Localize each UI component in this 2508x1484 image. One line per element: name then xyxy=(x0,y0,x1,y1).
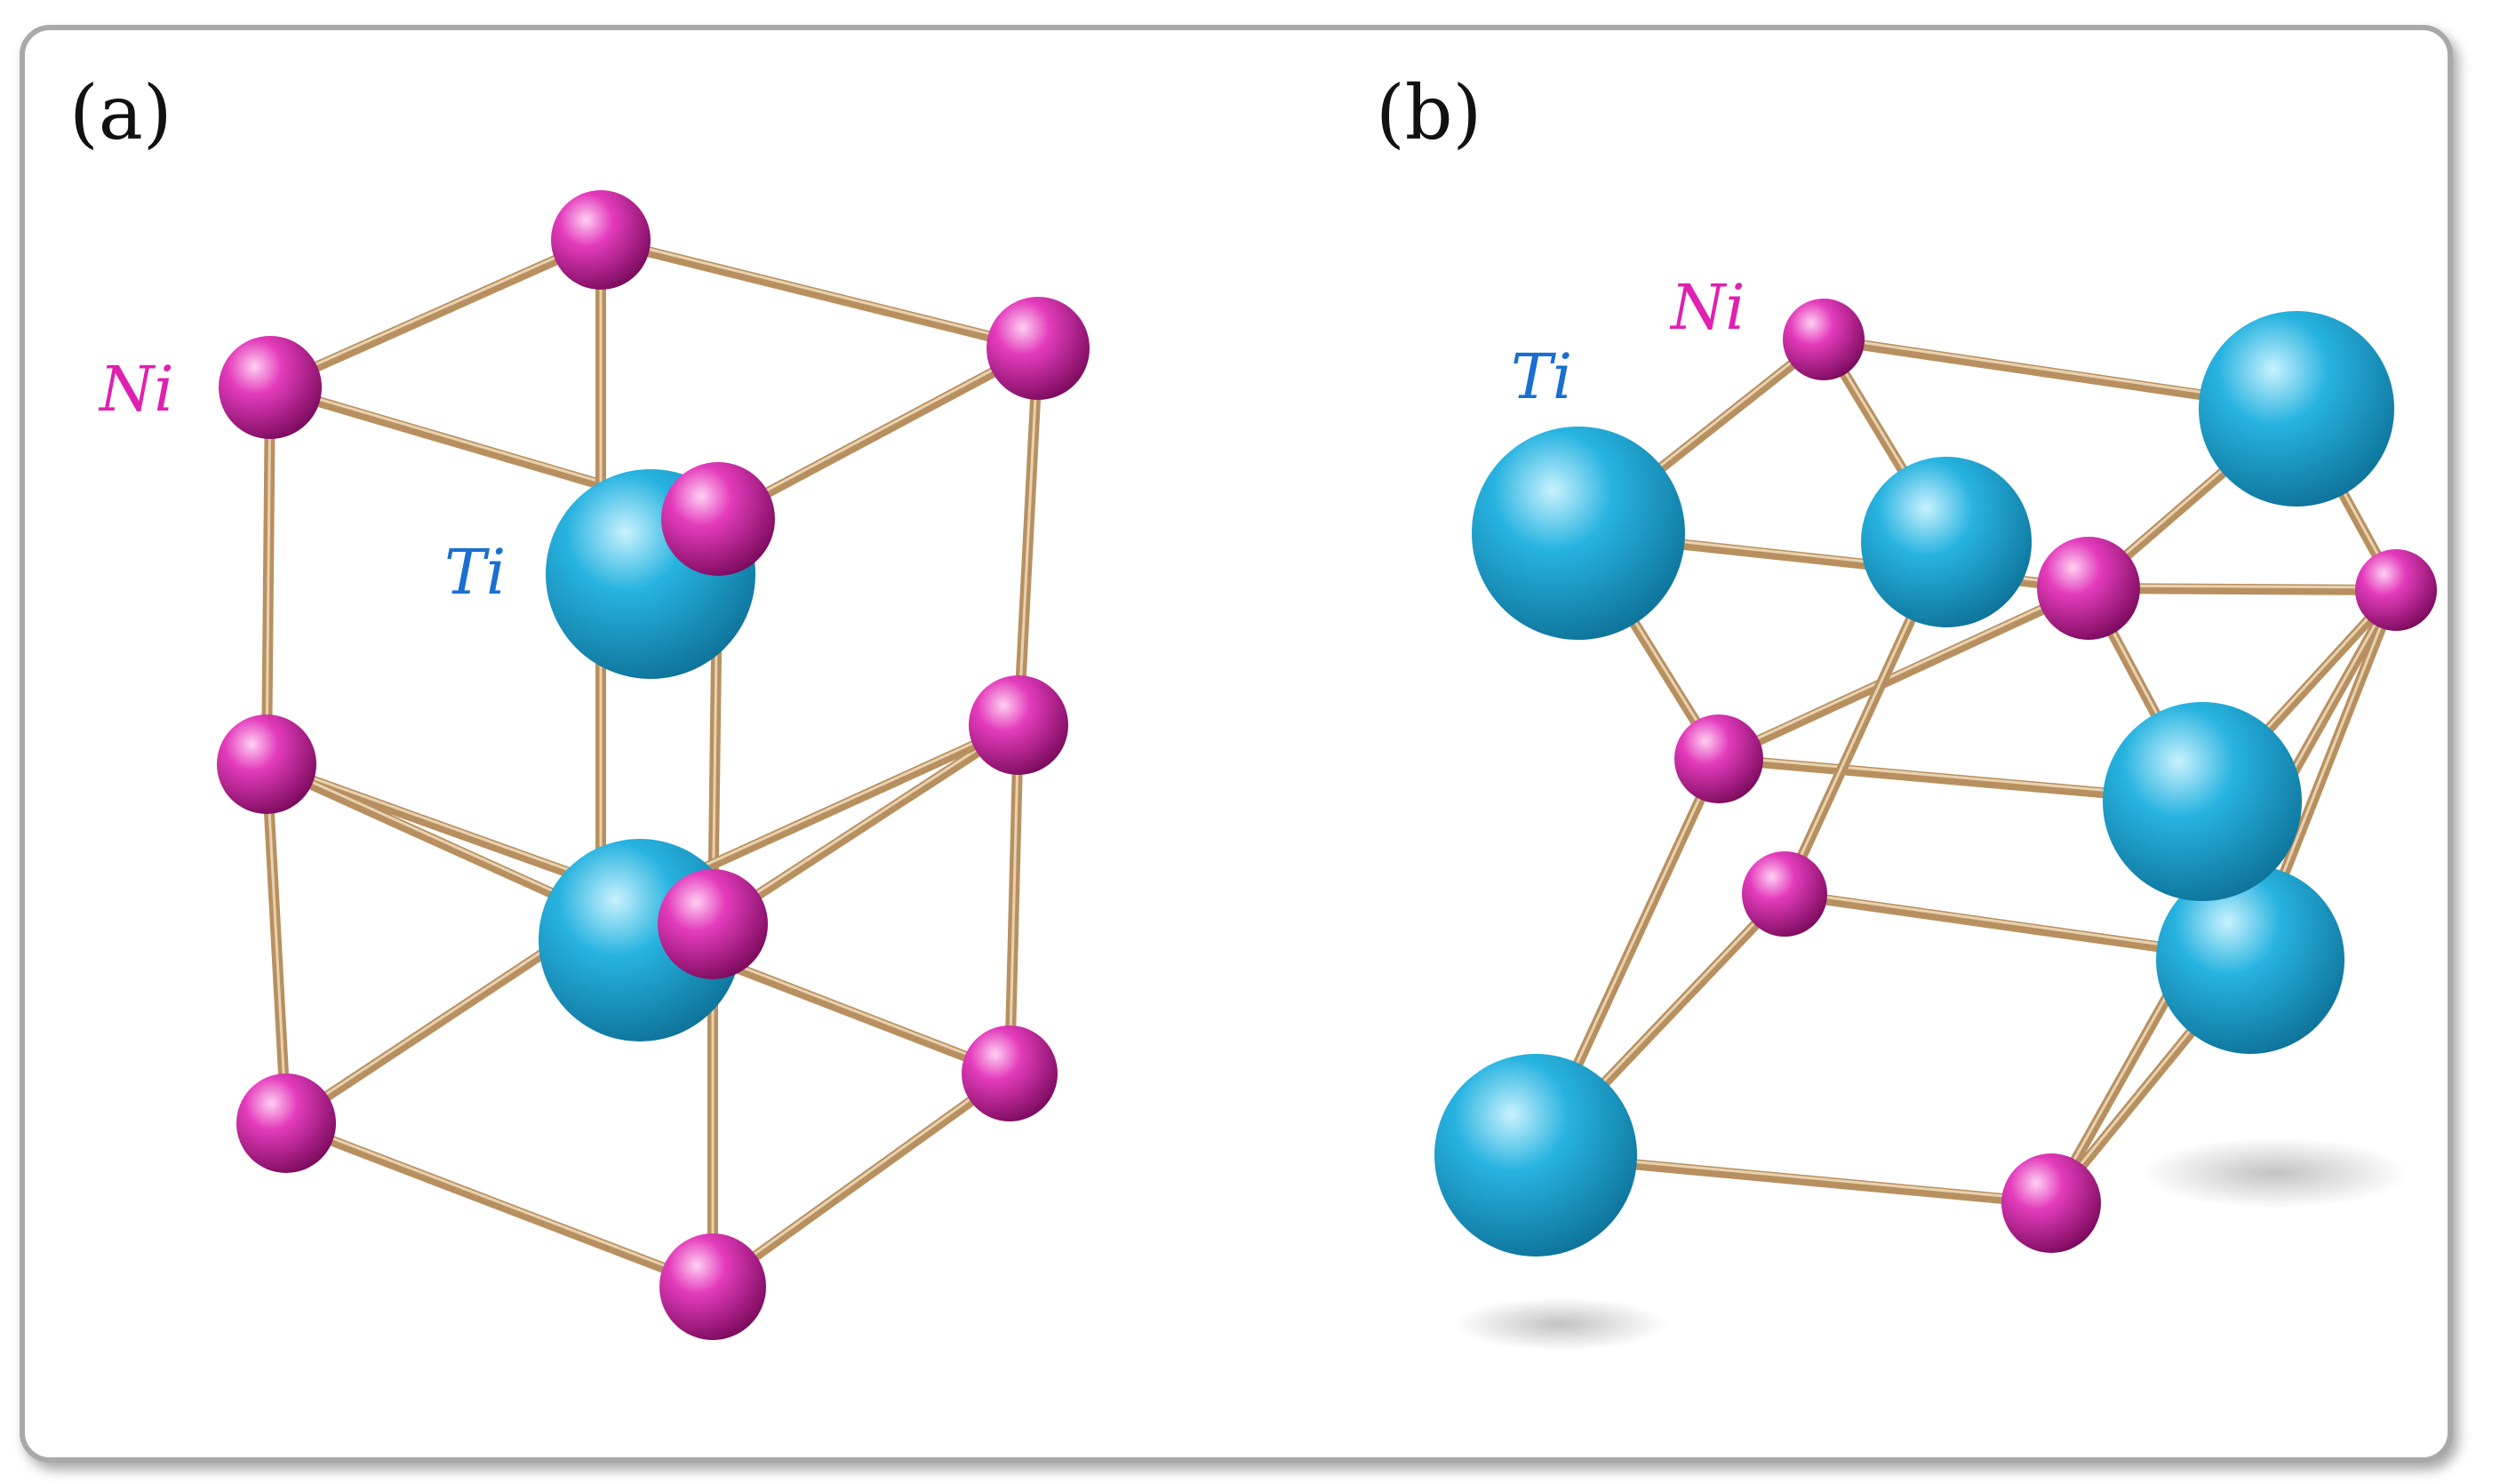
ni-atom-b-ni4 xyxy=(1674,714,1763,803)
bond-a-tr-mr-highlight xyxy=(1017,344,1040,724)
bond-a-mr-br-highlight xyxy=(1008,721,1020,1073)
ni-atom-a-tl xyxy=(219,336,322,439)
ti-atom-b-6 xyxy=(1434,1054,1637,1257)
panel-label-a: (a) xyxy=(69,69,172,156)
ni-atom-a-br xyxy=(962,1025,1058,1121)
ti-atom-b-3 xyxy=(2199,311,2394,507)
bond-a-tr-tf-highlight xyxy=(716,344,1040,518)
bond-a-mf-mr-highlight xyxy=(711,721,1020,923)
bond-a-tb-tr-highlight xyxy=(599,235,1040,347)
bond-a-bf-br xyxy=(707,1068,1015,1292)
atoms-layer xyxy=(217,190,2437,1340)
ni-atom-b-ni3 xyxy=(2355,549,2437,631)
ni-atom-a-bl xyxy=(236,1073,336,1173)
ni-atom-a-ml xyxy=(217,714,316,814)
atom-shadow-b xyxy=(2142,1137,2408,1209)
ti-label-a: Ti xyxy=(444,536,506,609)
ti-atom-b-1 xyxy=(1472,427,1685,640)
ti-atom-b-5 xyxy=(2156,866,2344,1054)
ni-atom-a-tf xyxy=(661,462,775,576)
ni-atom-b-ni2 xyxy=(2037,537,2140,640)
ni-atom-b-ni5 xyxy=(1742,851,1827,937)
bond-a-tl-ml-highlight xyxy=(265,383,272,763)
ti-atom-b-2 xyxy=(1861,457,2032,627)
ni-atom-a-mr xyxy=(969,675,1068,775)
ni-atom-b-ni1 xyxy=(1783,299,1865,380)
bond-a-ml-mb xyxy=(261,759,606,921)
bond-a-bf-br-highlight xyxy=(711,1069,1011,1286)
ni-atom-a-tr xyxy=(986,297,1090,400)
bond-a-ml-bl-highlight xyxy=(265,760,288,1122)
bond-b-ni4-ni2-highlight xyxy=(1717,584,2090,758)
ni-label-b: Ni xyxy=(1669,271,1745,344)
bond-a-ml-mb-highlight xyxy=(265,760,603,914)
ti-atom-b-4 xyxy=(2103,702,2302,901)
bond-b-ni4-ni2 xyxy=(1713,583,2094,764)
ni-label-a: Ni xyxy=(98,353,174,426)
atom-shadow-b2 xyxy=(1454,1297,1667,1351)
bond-a-mf-mr xyxy=(707,720,1024,929)
bond-a-tr-tf xyxy=(713,343,1043,524)
ni-atom-a-tb xyxy=(551,190,651,290)
ni-atom-a-bf xyxy=(659,1233,766,1340)
bond-a-tb-tr xyxy=(595,235,1043,354)
bond-a-bl-bf xyxy=(281,1118,718,1292)
ni-atom-b-ni6 xyxy=(2001,1153,2101,1253)
ni-atom-a-mf xyxy=(658,869,768,979)
bond-a-bl-bf-highlight xyxy=(284,1119,715,1286)
bond-a-tl-tb-highlight xyxy=(268,235,603,387)
ti-label-b: Ti xyxy=(1511,340,1572,413)
panel-label-b: (b) xyxy=(1376,69,1482,156)
labels-layer: Ni Ti Ni Ti xyxy=(98,271,1745,609)
bond-a-tl-tb xyxy=(265,235,606,393)
